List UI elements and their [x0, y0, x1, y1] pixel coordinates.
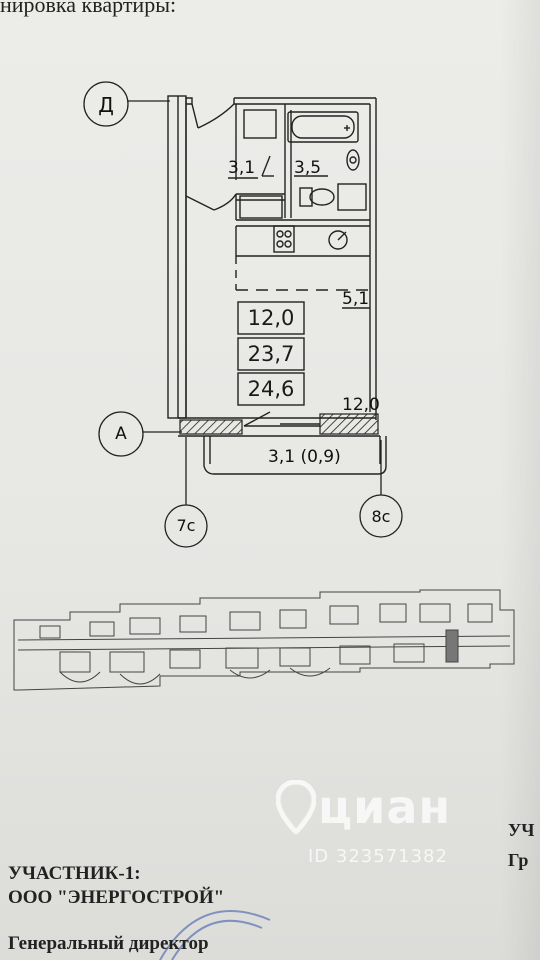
participant-position: Генеральный директор — [8, 933, 209, 954]
participant-block: УЧАСТНИК-1: ООО "ЭНЕРГОСТРОЙ" Генеральны… — [8, 862, 225, 954]
corridor-area: 3,1 — [228, 158, 256, 178]
participant-title: УЧАСТНИК-1: — [8, 863, 141, 884]
paper-fold-shadow — [500, 0, 540, 960]
axis-marker-8c — [359, 440, 403, 538]
living-area-value: 12,0 — [247, 306, 295, 330]
axis-marker-d — [83, 81, 170, 127]
axis-label-7c: 7с — [176, 516, 196, 535]
axis-marker-a — [98, 411, 182, 457]
hatched-wall-right — [319, 413, 379, 435]
hatched-wall-left — [179, 419, 243, 435]
watermark-brand: циан — [318, 780, 452, 834]
watermark-id: ID 323571382 — [308, 846, 448, 867]
stamp-fragment — [159, 910, 271, 960]
participant2-fragment: УЧ Гр — [508, 815, 540, 875]
location-pin-icon — [276, 780, 316, 834]
bathroom-area: 3,5 — [294, 158, 322, 178]
plan-heading-fragment: нировка квартиры: — [0, 0, 177, 17]
building-floor-plan-mini — [13, 589, 515, 691]
walls — [167, 95, 387, 475]
participant-company: ООО "ЭНЕРГОСТРОЙ" — [8, 887, 225, 908]
axis-marker-7c — [164, 437, 208, 548]
axis-label-8c: 8с — [371, 507, 391, 526]
axis-label-d: Д — [98, 93, 114, 117]
balcony-wall-area: 12,0 — [342, 395, 380, 415]
total-area-with-balcony-value: 24,6 — [247, 377, 295, 401]
participant2-line-fragment: Гр — [508, 850, 529, 870]
balcony-area: 3,1 (0,9) — [268, 447, 341, 467]
participant2-title-fragment: УЧ — [508, 820, 535, 840]
axis-label-a: А — [115, 424, 127, 444]
kitchen-area: 5,1 — [342, 289, 370, 309]
total-area-value: 23,7 — [247, 342, 295, 366]
